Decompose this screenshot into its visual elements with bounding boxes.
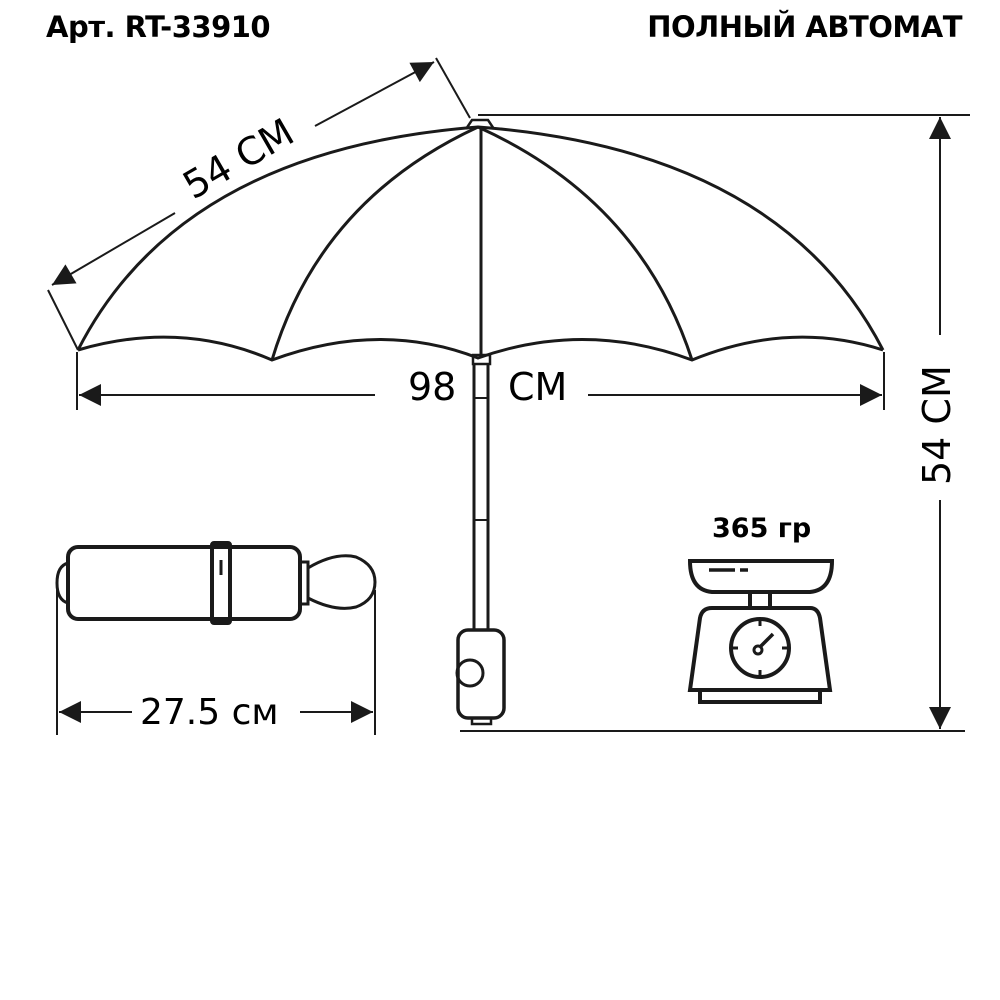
folded-length-label: 27.5 см	[140, 692, 279, 733]
canopy-diameter-dimension: 98 СМ	[76, 352, 885, 410]
kitchen-scale-icon	[687, 559, 835, 704]
open-height-label: 54 СМ	[915, 365, 959, 485]
folded-umbrella-icon	[55, 541, 377, 625]
weight-block: 365 гр	[687, 513, 835, 704]
open-height-dimension: 54 СМ	[460, 114, 970, 732]
rib-length-label: 54 СМ	[176, 110, 302, 208]
umbrella-canopy-icon	[76, 118, 885, 366]
canopy-diameter-number: 98	[408, 365, 456, 409]
article-number: Арт. RT-33910	[46, 10, 271, 44]
umbrella-shaft-icon	[472, 364, 490, 630]
weight-label: 365 гр	[712, 513, 811, 544]
canopy-diameter-unit: СМ	[508, 365, 567, 409]
folded-length-dimension: 27.5 см	[56, 590, 376, 735]
umbrella-handle-icon	[455, 628, 506, 726]
mechanism-type: ПОЛНЫЙ АВТОМАТ	[647, 10, 962, 44]
rib-length-dimension: 54 СМ	[47, 57, 471, 351]
